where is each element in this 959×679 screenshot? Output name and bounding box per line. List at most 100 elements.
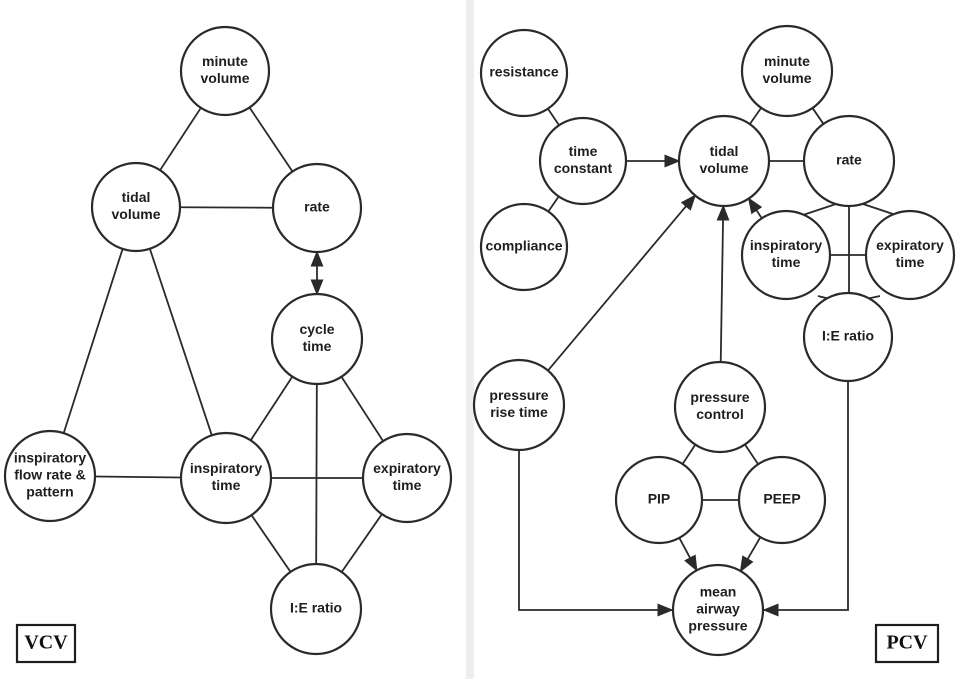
edge-pcv-pressure-rise-time-to-mean-airway-pressure bbox=[518, 450, 674, 617]
pcv-node-pip: PIP bbox=[614, 455, 704, 545]
pcv-node-ie-ratio: I:E ratio bbox=[802, 291, 894, 383]
panel-divider bbox=[466, 0, 474, 679]
pcv-node-circle bbox=[479, 202, 569, 292]
pcv-node-label: I:E ratio bbox=[822, 328, 874, 344]
pcv-node-label: volume bbox=[762, 70, 811, 86]
vcv-node-circle bbox=[90, 161, 182, 253]
edge-pcv-resistance-to-pcv-time_constant bbox=[547, 108, 560, 126]
vcv-node-label: volume bbox=[200, 70, 249, 86]
pcv-node-peep: PEEP bbox=[737, 455, 827, 545]
vcv-node-label: expiratory bbox=[373, 460, 441, 476]
vcv-node-ie-ratio: I:E ratio bbox=[269, 562, 363, 656]
edge-pcv-ie-ratio-to-mean-airway-pressure bbox=[762, 381, 849, 617]
vcv-node-label: inspiratory bbox=[14, 450, 87, 466]
vcv-node-label: minute bbox=[202, 53, 248, 69]
pcv-node-rate: rate bbox=[802, 114, 896, 208]
vcv-node-circle bbox=[179, 431, 273, 525]
vcv-node-label: cycle bbox=[299, 321, 334, 337]
edge-pcv-minute_volume-to-pcv-rate bbox=[811, 107, 825, 125]
vcv-node-label: inspiratory bbox=[190, 460, 263, 476]
pcv-node-label: pressure bbox=[489, 387, 548, 403]
vcv-node-label: flow rate & bbox=[14, 467, 86, 483]
pcv-node-label: tidal bbox=[710, 143, 739, 159]
edge-pcv-compliance-to-pcv-time_constant bbox=[547, 195, 560, 213]
pcv-node-compliance: compliance bbox=[479, 202, 569, 292]
vcv-node-label: time bbox=[303, 338, 332, 354]
edge-vcv-inspiratory_flow-to-vcv-inspiratory_time bbox=[94, 475, 182, 479]
edge-vcv-minute_volume-to-vcv-rate bbox=[248, 107, 294, 172]
edge-pcv-pressure_rise_time-to-pcv-tidal_volume bbox=[547, 194, 697, 372]
pcv-node-label: constant bbox=[554, 160, 613, 176]
pcv-node-circle bbox=[740, 24, 834, 118]
vcv-label-box: VCV bbox=[15, 623, 77, 664]
pcv-node-label: PIP bbox=[648, 491, 671, 507]
pcv-label: PCV bbox=[886, 632, 928, 654]
edge-vcv-minute_volume-to-vcv-tidal_volume bbox=[159, 107, 202, 171]
pcv-node-label: resistance bbox=[489, 64, 558, 80]
vcv-node-circle bbox=[361, 432, 453, 524]
vcv-node-circle bbox=[270, 292, 364, 386]
edge-vcv-tidal_volume-to-vcv-inspiratory_time bbox=[149, 248, 213, 436]
vcv-node-label: time bbox=[212, 477, 241, 493]
pcv-node-label: rate bbox=[836, 152, 862, 168]
pcv-node-label: pressure bbox=[688, 618, 747, 634]
edge-vcv-tidal_volume-to-vcv-rate bbox=[179, 206, 274, 209]
pcv-node-label: airway bbox=[696, 601, 740, 617]
edge-pcv-peep-to-pcv-mean_airway_pressure bbox=[739, 536, 762, 573]
vcv-node-label: time bbox=[393, 477, 422, 493]
vcv-node-circle bbox=[269, 562, 363, 656]
edge-vcv-cycle_time-to-vcv-ie_ratio bbox=[315, 383, 318, 565]
edge-pcv-pressure_control-to-pcv-tidal_volume bbox=[716, 204, 730, 363]
pcv-node-label: control bbox=[696, 406, 743, 422]
pcv-node-label: compliance bbox=[485, 238, 562, 254]
pcv-node-circle bbox=[802, 291, 894, 383]
vcv-node-label: rate bbox=[304, 199, 330, 215]
vcv-label: VCV bbox=[24, 632, 68, 654]
edge-vcv-inspiratory_time-to-vcv-ie_ratio bbox=[250, 514, 292, 573]
pcv-node-label: rise time bbox=[490, 404, 548, 420]
vcv-node-circle bbox=[3, 429, 97, 523]
edge-pcv-tidal_volume-to-pcv-minute_volume bbox=[749, 107, 762, 125]
pcv-node-circle bbox=[614, 455, 704, 545]
pcv-node-circle bbox=[479, 28, 569, 118]
edge-pcv-rate-to-inspiratory-time bbox=[799, 203, 837, 217]
pcv-node-label: inspiratory bbox=[750, 237, 823, 253]
edge-pcv-pressure_control-to-pcv-pip bbox=[681, 444, 697, 465]
pcv-node-circle bbox=[538, 116, 628, 206]
edge-vcv-cycle_time-to-vcv-expiratory_time bbox=[340, 376, 384, 442]
pcv-node-circle bbox=[671, 563, 765, 657]
vcv-node-circle bbox=[271, 162, 363, 254]
pcv-node-circle bbox=[864, 209, 956, 301]
pcv-node-label: pressure bbox=[690, 389, 749, 405]
edge-vcv-tidal_volume-to-vcv-inspiratory_flow bbox=[62, 248, 124, 434]
edge-pcv-rate-to-expiratory-time bbox=[862, 203, 897, 216]
pcv-node-label: time bbox=[896, 254, 925, 270]
pcv-node-circle bbox=[472, 358, 566, 452]
edge-vcv-expiratory_time-to-vcv-ie_ratio bbox=[340, 513, 383, 573]
edge-pcv-inspiratory_time-to-pcv-tidal_volume bbox=[747, 197, 763, 219]
vcv-node-label: pattern bbox=[26, 484, 73, 500]
pcv-node-label: volume bbox=[699, 160, 748, 176]
pcv-node-label: mean bbox=[700, 584, 737, 600]
pcv-label-box: PCV bbox=[874, 623, 940, 664]
edge-vcv-cycle_time-to-vcv-inspiratory_time bbox=[249, 376, 294, 441]
pcv-node-circle bbox=[802, 114, 896, 208]
pcv-node-circle bbox=[737, 455, 827, 545]
vcv-node-circle bbox=[179, 25, 271, 117]
pcv-node-circle bbox=[740, 209, 832, 301]
pcv-node-label: time bbox=[569, 143, 598, 159]
pcv-node-circle bbox=[677, 114, 771, 208]
edge-pcv-pressure_control-to-pcv-peep bbox=[744, 443, 759, 465]
vcv-node-label: tidal bbox=[122, 189, 151, 205]
